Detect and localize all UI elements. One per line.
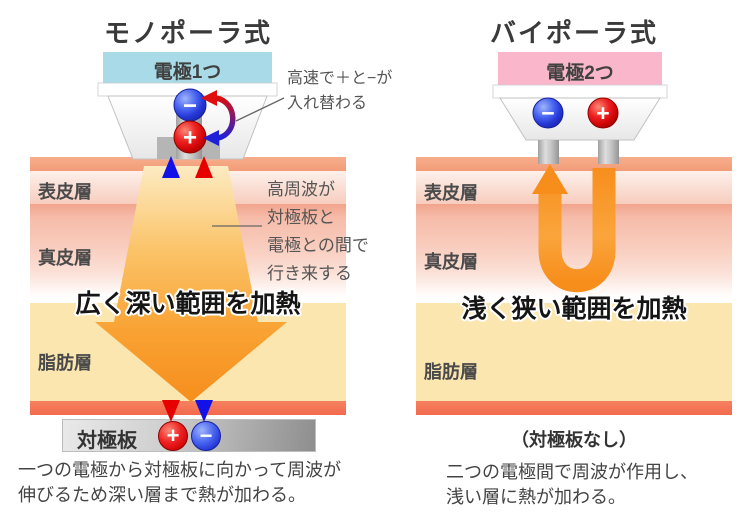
monopolar-device: − +: [97, 52, 278, 160]
swap-arrowhead-top: [201, 90, 217, 106]
dermis-label: 真皮層: [38, 248, 92, 268]
down-arrowhead-blue: [195, 400, 213, 422]
skin-bottom-band: [30, 401, 346, 415]
swap-note: 高速で＋と−が 入れ替わる: [287, 70, 393, 112]
plate-plus-pole: +: [158, 421, 188, 451]
plus-pole: [587, 97, 619, 129]
plate-minus-pole: −: [191, 421, 221, 451]
up-arrowhead-red: [195, 156, 213, 178]
shallow-heat-arrow: [538, 168, 616, 293]
electrode-count-label-monopolar: 電極1つ: [153, 62, 222, 83]
device-leg-left: [538, 140, 559, 164]
minus-icon: −: [199, 423, 213, 448]
shallow-heat-label: 浅く狭い範囲を加熱: [461, 295, 687, 323]
device-leg-right: [598, 140, 619, 164]
rf-travel-note: 高周波が 対極板と 電極との間で 行き来する: [267, 180, 369, 283]
epidermis-label: 表皮層: [424, 183, 478, 203]
plus-icon: +: [183, 124, 197, 151]
down-arrowhead-red: [162, 400, 180, 422]
electrode-head-monopolar: [103, 52, 272, 83]
plus-icon: +: [166, 423, 180, 448]
skin-surface-band: [30, 157, 346, 171]
plus-icon: +: [596, 100, 609, 126]
bipolar-caption: 二つの電極間で周波が作用し、 浅い層に熱が加わる。: [446, 462, 698, 507]
no-counter-plate-label: （対極板なし）: [511, 430, 637, 450]
monopolar-caption: 一つの電極から対極板に向かって周波が 伸びるため深い層まで熱が加わる。: [18, 460, 342, 505]
bipolar-skin-panel: 表皮層 真皮層 脂肪層: [416, 157, 732, 415]
minus-icon: −: [183, 92, 197, 119]
up-arrowhead-blue: [162, 156, 180, 178]
deep-heat-label: 広く深い範囲を加熱: [75, 290, 301, 318]
counter-plate-bar: 対極板 + −: [62, 419, 316, 452]
swap-arrowhead-bottom: [203, 130, 219, 146]
bipolar-title: バイポーラ式: [489, 18, 658, 48]
minus-icon: −: [541, 100, 554, 126]
fat-band: [416, 303, 732, 401]
counter-plate-label: 対極板: [77, 430, 137, 452]
dermis-label: 真皮層: [424, 252, 478, 272]
minus-pole: [532, 97, 564, 129]
swap-note-connector: [235, 97, 285, 122]
fat-label: 脂肪層: [38, 353, 92, 373]
skin-bottom-band: [416, 401, 732, 415]
u-arrowhead-up: [532, 164, 568, 194]
monopolar-title: モノポーラ式: [103, 18, 272, 48]
deep-heat-arrow: [95, 166, 287, 402]
electrode-count-label-bipolar: 電極2つ: [546, 63, 614, 84]
fat-label: 脂肪層: [424, 362, 478, 382]
electrode-head-bipolar: [498, 52, 662, 85]
skin-surface-band: [416, 157, 732, 171]
bipolar-device: − +: [492, 52, 668, 164]
epidermis-band: [416, 171, 732, 204]
epidermis-label: 表皮層: [38, 182, 92, 202]
polarity-swap-arrow: [215, 95, 236, 141]
